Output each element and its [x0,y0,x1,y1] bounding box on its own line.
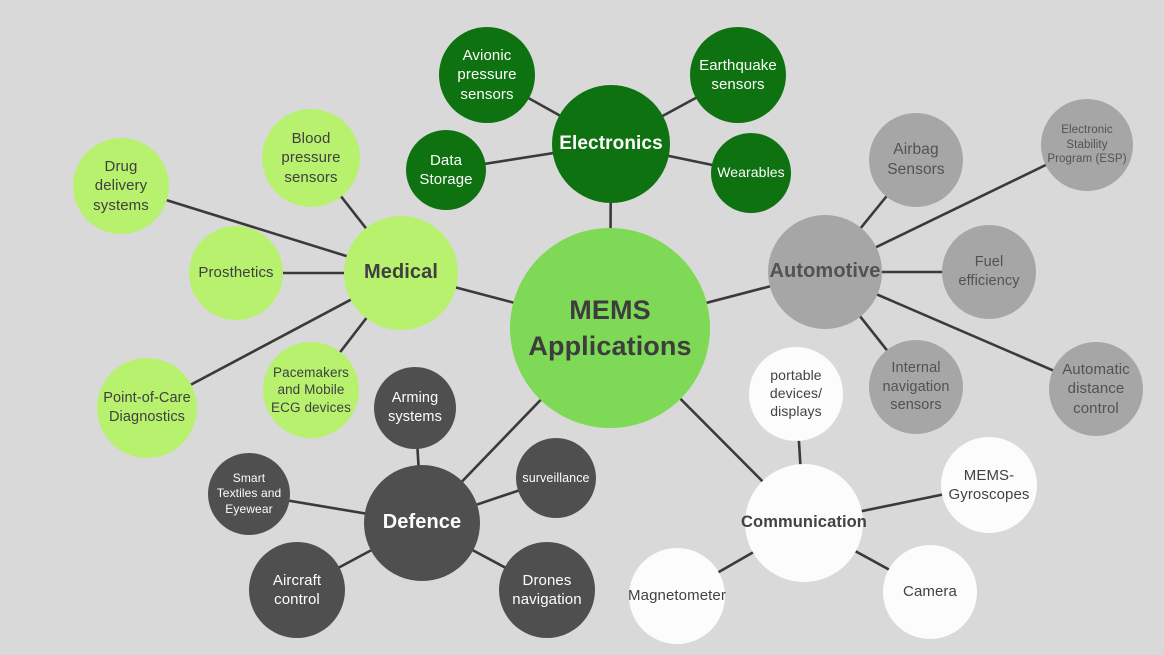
node-pacemakers-ecg-devices: Pacemakers and Mobile ECG devices [263,342,359,438]
node-automatic-distance-control: Automatic distance control [1049,342,1143,436]
node-aircraft-control: Aircraft control [249,542,345,638]
node-drones-navigation: Drones navigation [499,542,595,638]
node-automotive: Automotive [768,215,882,329]
node-magnetometer: Magnetometer [628,548,726,644]
node-camera: Camera [883,545,977,639]
node-mems-applications: MEMS Applications [510,228,710,428]
node-blood-pressure-sensors: Blood pressure sensors [262,109,360,207]
node-prosthetics: Prosthetics [189,226,283,320]
node-earthquake-sensors: Earthquake sensors [690,27,786,123]
node-electronics: Electronics [552,85,670,203]
node-communication: Communication [741,464,867,582]
node-smart-textiles-eyewear: Smart Textiles and Eyewear [208,453,290,535]
node-portable-devices-displays: portable devices/ displays [749,347,843,441]
node-point-of-care-diagnostics: Point-of-Care Diagnostics [97,358,197,458]
node-avionic-pressure-sensors: Avionic pressure sensors [439,27,535,123]
node-arming-systems: Arming systems [374,367,456,449]
node-internal-navigation-sensors: Internal navigation sensors [869,340,963,434]
node-fuel-efficiency: Fuel efficiency [942,225,1036,319]
node-mems-gyroscopes: MEMS-Gyroscopes [941,437,1037,533]
node-defence: Defence [364,465,480,581]
node-airbag-sensors: Airbag Sensors [869,113,963,207]
node-electronic-stability-program: Electronic Stability Program (ESP) [1041,99,1133,191]
node-wearables: Wearables [711,133,791,213]
node-drug-delivery-systems: Drug delivery systems [73,138,169,234]
node-surveillance: surveillance [516,438,596,518]
node-medical: Medical [344,216,458,330]
node-data-storage: Data Storage [406,130,486,210]
